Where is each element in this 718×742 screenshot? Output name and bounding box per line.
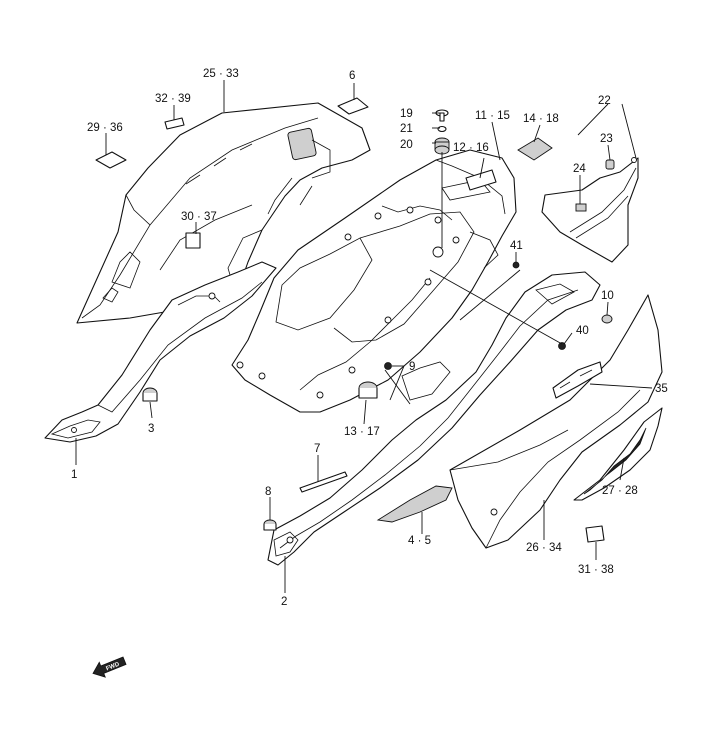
emblem-14-18: [517, 137, 553, 161]
part-label-9: 9: [409, 361, 415, 373]
part-label-24: 24: [573, 163, 586, 175]
screw-9: [384, 362, 404, 370]
part-label-27-28: 27 · 28: [602, 485, 638, 497]
right-lower-cover: [267, 271, 601, 566]
cushion-13-17: [358, 381, 378, 399]
stripe-plate-12-16: [465, 169, 497, 191]
label-31-38: [585, 525, 605, 543]
decals-left: [95, 97, 369, 249]
part-label-21: 21: [400, 123, 413, 135]
part-label-35: 35: [655, 383, 668, 395]
part-label-4-5: 4 · 5: [408, 535, 431, 547]
forward-marker-text: FWD: [105, 661, 121, 672]
screw-41: [512, 261, 520, 269]
part-label-14-18: 14 · 18: [523, 113, 559, 125]
part-label-13-17: 13 · 17: [344, 426, 380, 438]
grommet-part-3: [142, 387, 158, 419]
clip-10: [601, 314, 613, 324]
part-label-12-16: 12 · 16: [453, 142, 489, 154]
part-label-3: 3: [148, 423, 154, 435]
part-label-22: 22: [598, 95, 611, 107]
part-label-19: 19: [400, 108, 413, 120]
left-lower-cover: [44, 261, 277, 443]
part-label-1: 1: [71, 469, 77, 481]
part-label-32-39: 32 · 39: [155, 93, 191, 105]
part-label-6: 6: [349, 70, 355, 82]
part-label-8: 8: [265, 486, 271, 498]
part-label-7: 7: [314, 443, 320, 455]
part-label-11-15: 11 · 15: [475, 110, 510, 122]
part-label-29-36: 29 · 36: [87, 122, 123, 134]
right-side-cover: [449, 294, 663, 549]
part-label-10: 10: [601, 290, 614, 302]
part-label-30-37: 30 · 37: [181, 211, 217, 223]
screw-40: [558, 342, 566, 350]
part-labels: 1 2 3 4 · 5 6 7 8 9 10 11 · 15 12 · 16 1…: [71, 68, 668, 608]
bolt-stack-19-21: [434, 109, 450, 155]
trim-strip-7: [299, 471, 348, 493]
part-label-23: 23: [600, 133, 613, 145]
part-label-25-33: 25 · 33: [203, 68, 239, 80]
part-label-41: 41: [510, 240, 523, 252]
leader-lines: [75, 80, 653, 593]
part-label-20: 20: [400, 139, 413, 151]
rear-bracket-panel: [541, 157, 639, 263]
emblem-panel-27-28: [573, 407, 663, 501]
part-label-40: 40: [576, 325, 589, 337]
decal-pad-4-5: [376, 485, 453, 523]
part-label-2: 2: [281, 596, 287, 608]
part-label-31-38: 31 · 38: [578, 564, 614, 576]
grommet-part-8: [263, 519, 277, 531]
part-label-26-34: 26 · 34: [526, 542, 562, 554]
forward-arrow-icon: FWD: [92, 656, 127, 678]
